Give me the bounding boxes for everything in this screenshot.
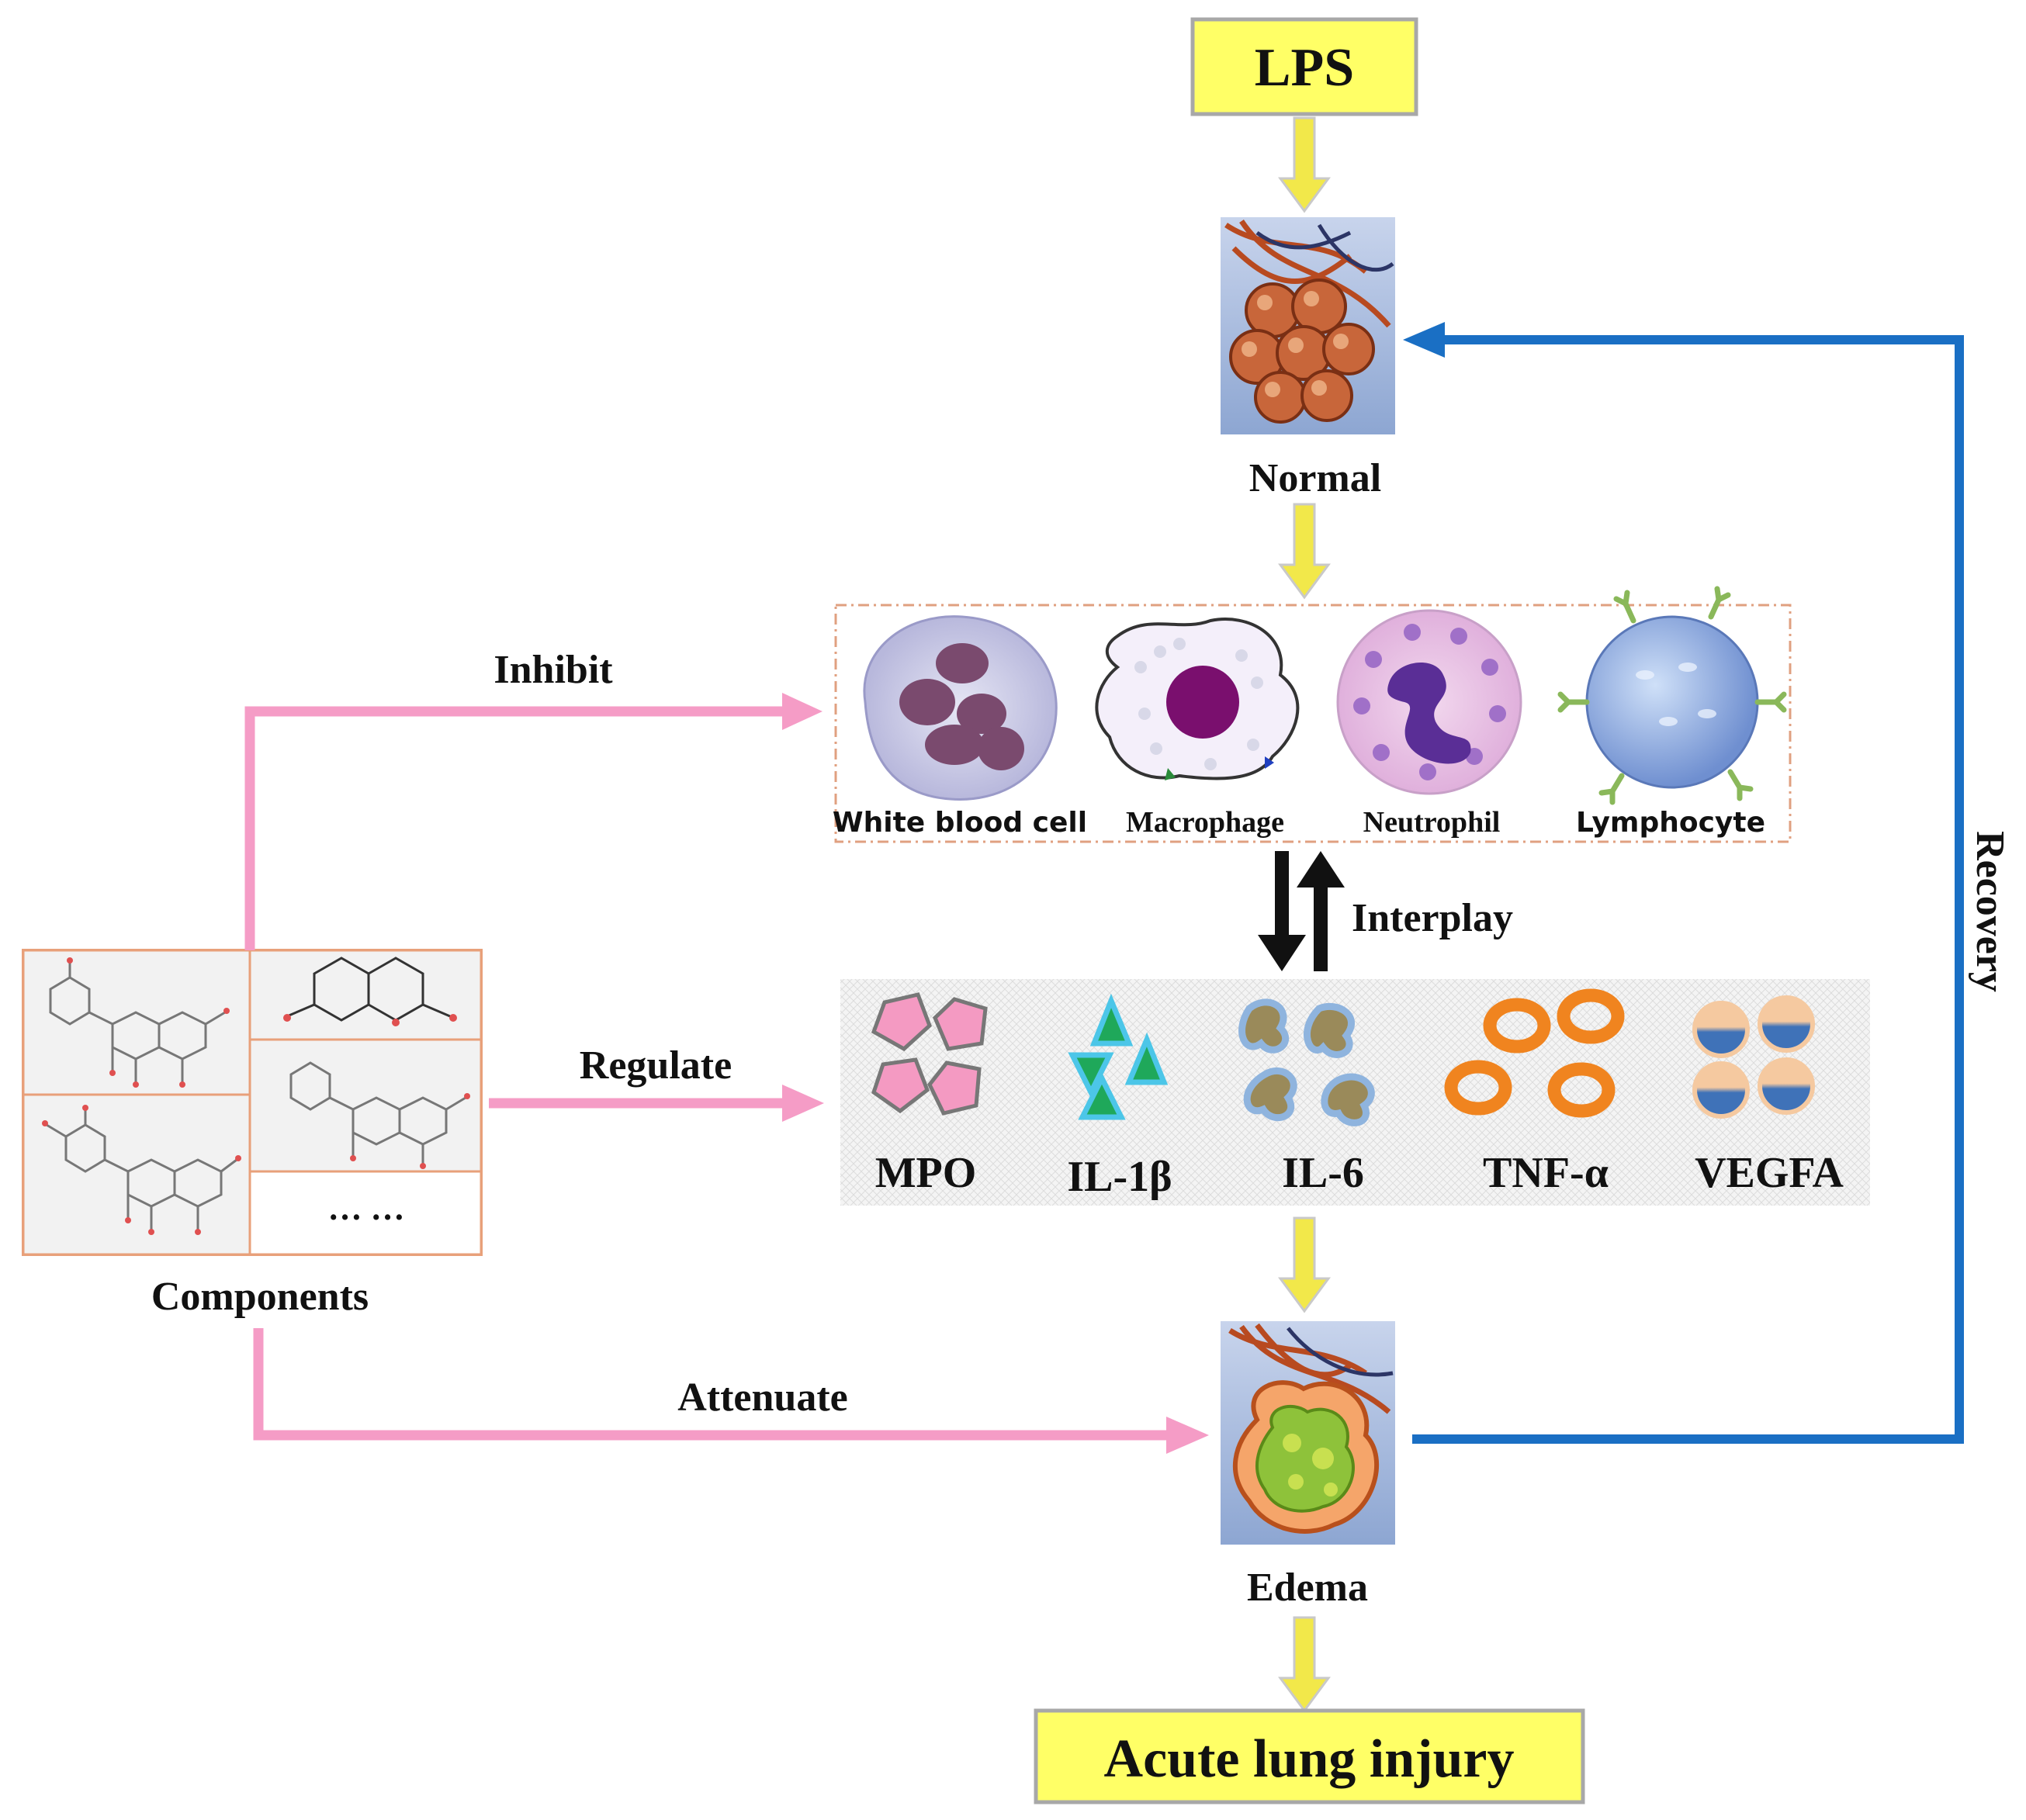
attenuate-arrow xyxy=(253,1328,1209,1454)
edema-lung-image xyxy=(1221,1321,1395,1545)
cytokine-label-il1b: IL-1β xyxy=(1067,1153,1172,1201)
cytokine-panel: MPO IL-1β IL-6 TNF-α VEGFA xyxy=(840,979,1870,1206)
macrophage-icon xyxy=(1095,618,1300,780)
cell-label-lymphocyte: Lymphocyte xyxy=(1576,807,1765,839)
normal-lung-image xyxy=(1221,217,1395,434)
acute-lung-injury-box: Acute lung injury xyxy=(1034,1708,1585,1804)
il6-blobs-icon xyxy=(1238,998,1375,1126)
tnf-rings-icon xyxy=(1444,988,1625,1118)
molecule-structure-icon xyxy=(49,962,226,1082)
interplay-arrows xyxy=(1258,851,1345,971)
cytokine-label-il6: IL-6 xyxy=(1282,1149,1364,1197)
recovery-label: Recovery xyxy=(1968,831,2012,992)
molecule-structure-icon xyxy=(286,957,451,1022)
regulate-arrow xyxy=(489,1085,824,1122)
flow-arrow-lps-normal xyxy=(1278,116,1331,213)
immune-cells-panel: White blood cell Macrophage Neutrophil L… xyxy=(833,586,1792,843)
molecule-structure-icon xyxy=(289,1061,466,1164)
neutrophil-icon xyxy=(1336,609,1522,795)
cell-label-white-blood-cell: White blood cell xyxy=(833,807,1087,839)
regulate-label: Regulate xyxy=(580,1043,732,1088)
inhibit-label: Inhibit xyxy=(494,648,613,692)
edema-label: Edema xyxy=(1247,1566,1368,1610)
il1b-triangles-icon xyxy=(1068,993,1169,1120)
cytokine-label-vegfa: VEGFA xyxy=(1695,1149,1844,1197)
components-more-ellipsis: … … xyxy=(328,1189,405,1227)
lymphocyte-icon xyxy=(1557,586,1787,805)
molecule-structure-icon xyxy=(46,1109,237,1230)
attenuate-label: Attenuate xyxy=(677,1375,848,1420)
recovery-arrow xyxy=(1403,322,1964,1444)
components-panel: … … xyxy=(22,949,483,1256)
lps-box: LPS xyxy=(1190,17,1418,116)
acute-lung-injury-label: Acute lung injury xyxy=(1104,1729,1515,1789)
inhibit-arrow xyxy=(244,693,823,950)
flow-arrow-normal-cells xyxy=(1278,503,1331,600)
cytokine-label-mpo: MPO xyxy=(875,1149,977,1197)
lps-label: LPS xyxy=(1255,38,1354,98)
components-label: Components xyxy=(151,1275,369,1319)
mpo-pentagons-icon xyxy=(871,992,988,1116)
cell-label-neutrophil: Neutrophil xyxy=(1363,806,1501,839)
flow-arrow-cytokines-edema xyxy=(1278,1216,1331,1313)
white-blood-cell-icon xyxy=(863,615,1058,801)
cell-label-macrophage: Macrophage xyxy=(1126,806,1284,839)
flow-arrow-edema-injury xyxy=(1278,1616,1331,1713)
normal-label: Normal xyxy=(1249,456,1381,500)
cytokine-label-tnf: TNF-α xyxy=(1483,1149,1609,1197)
interplay-label: Interplay xyxy=(1352,896,1513,940)
vegfa-spheres-icon xyxy=(1692,995,1815,1119)
